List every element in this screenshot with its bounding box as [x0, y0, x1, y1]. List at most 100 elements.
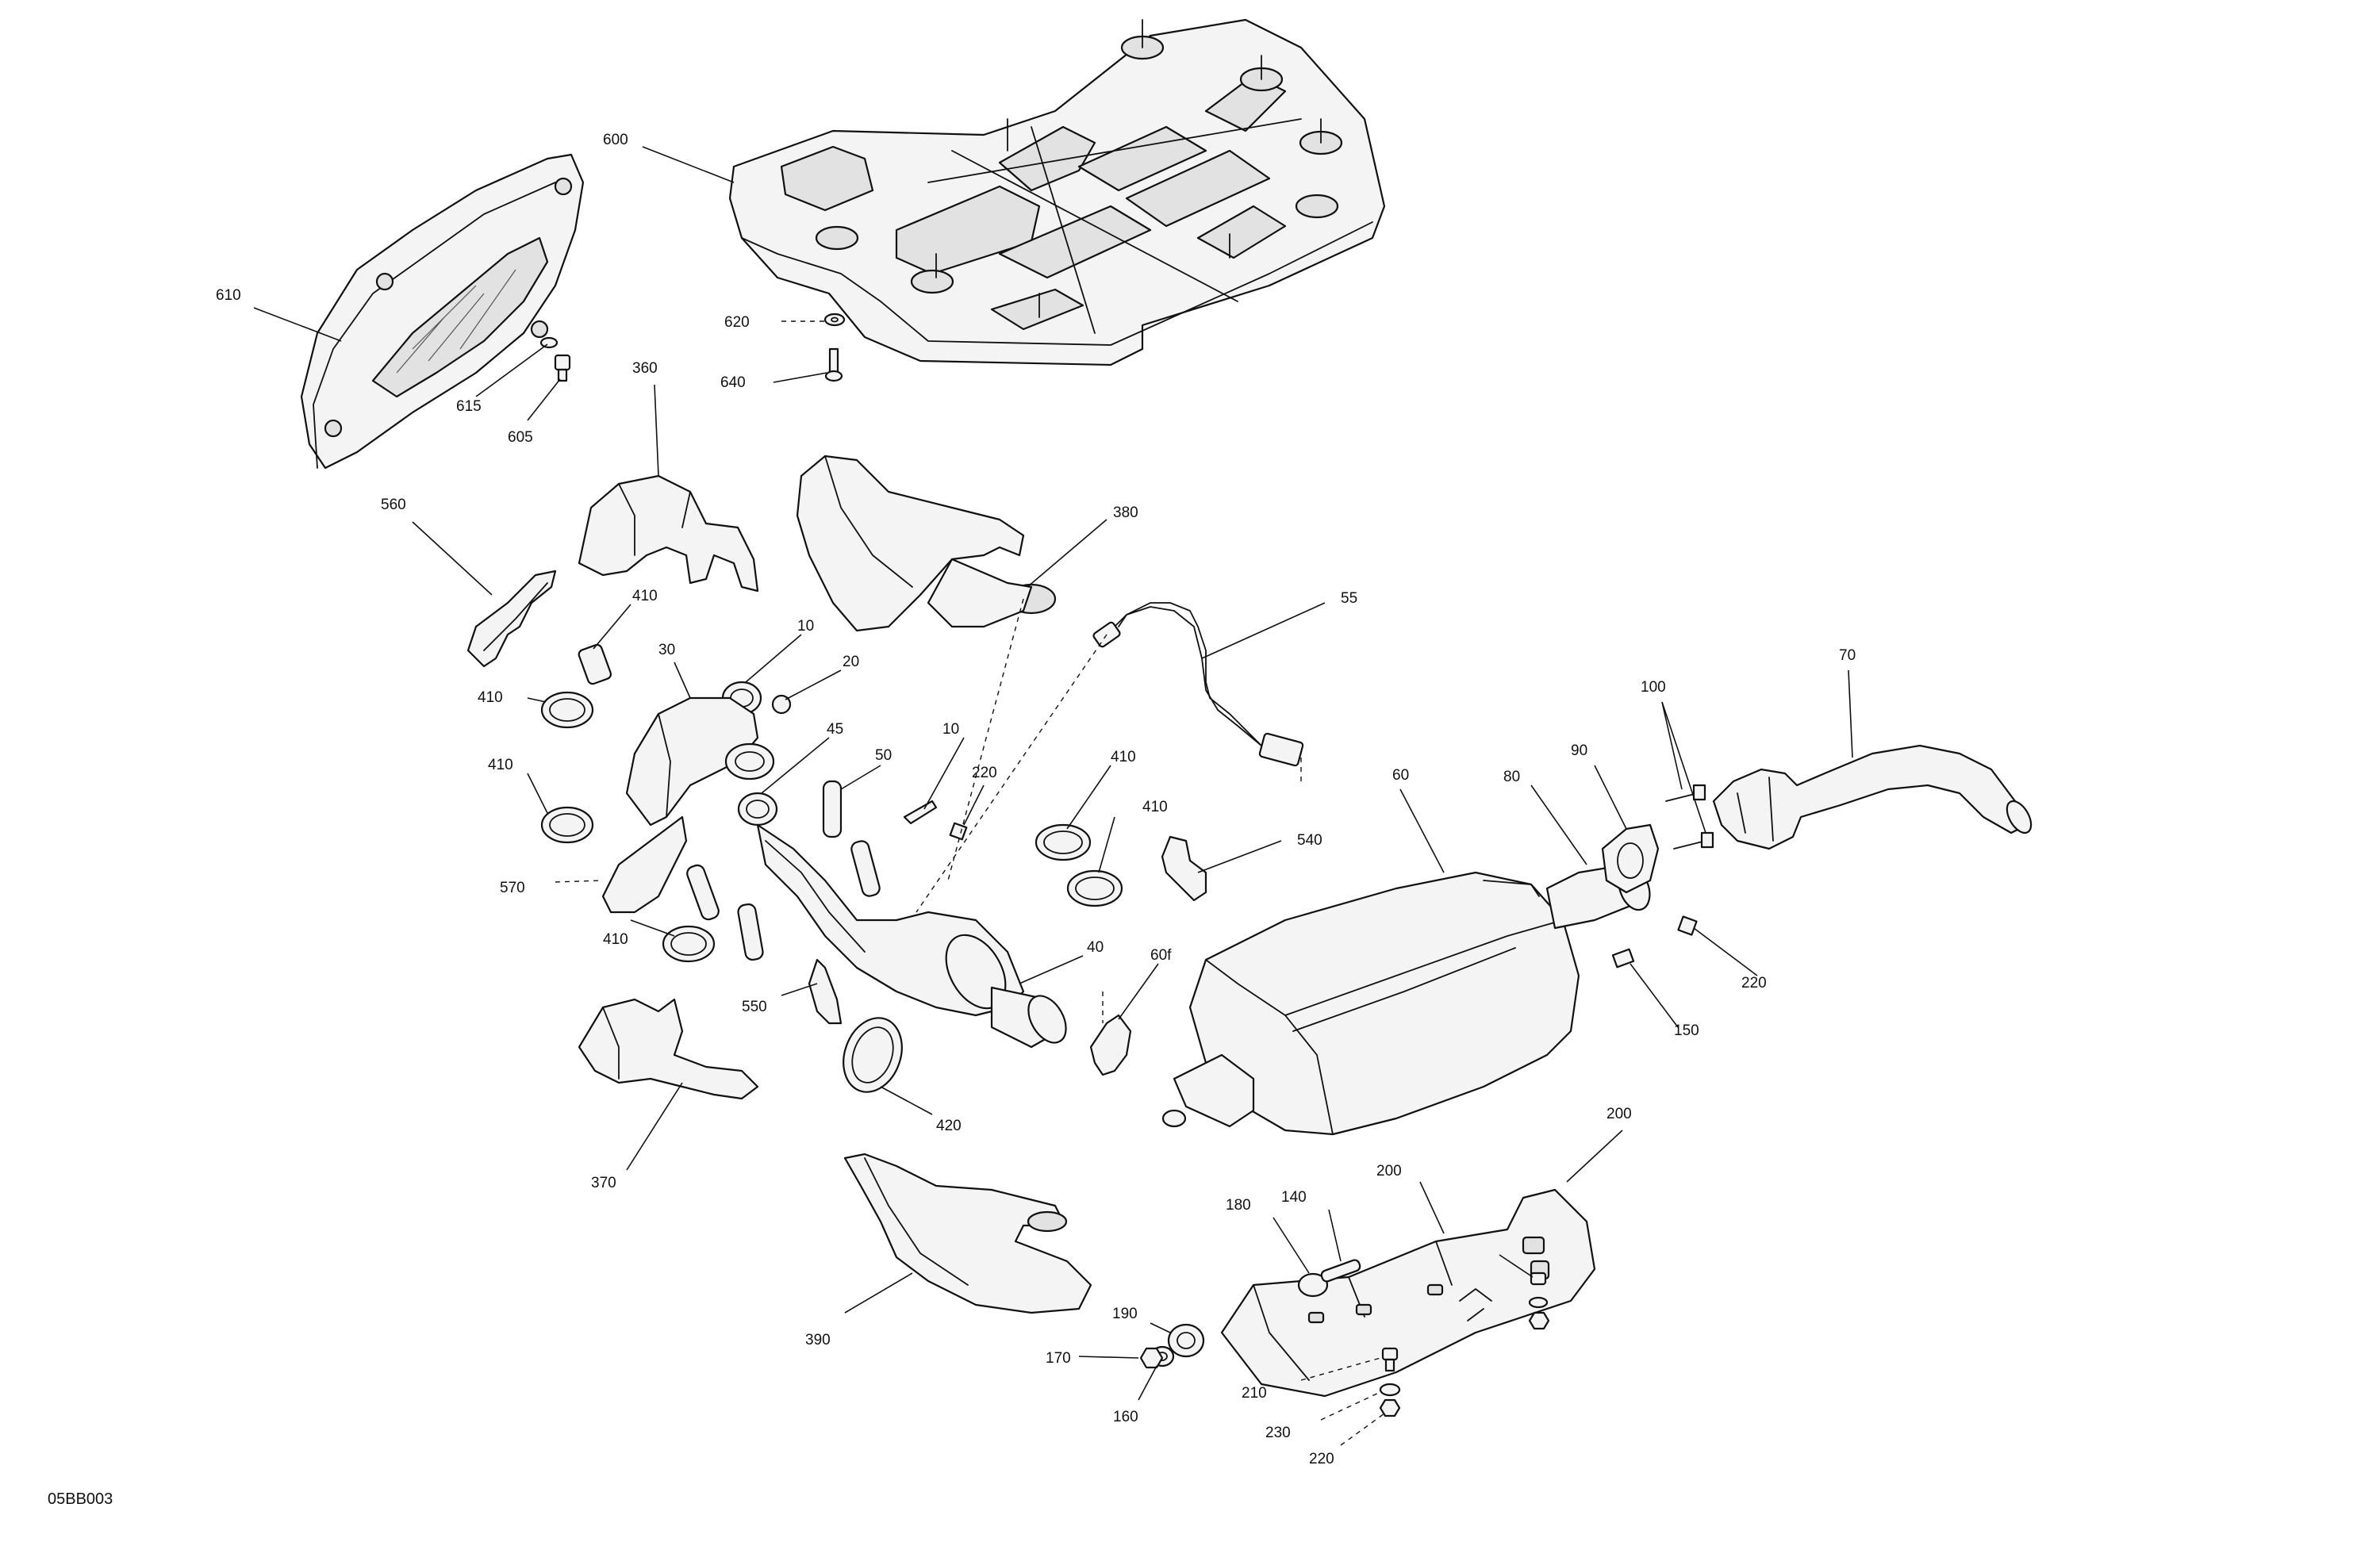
part-grommet-190: [1167, 1323, 1205, 1358]
part-heat-shield-550: [808, 958, 843, 1025]
part-bolt-605: [554, 354, 571, 382]
part-nut-220-a: [949, 822, 968, 841]
callout-370: 370: [591, 1175, 616, 1191]
part-clamp-410-a: [540, 691, 594, 729]
callout-45: 45: [827, 721, 843, 738]
callout-410-c: 410: [488, 757, 513, 773]
part-clamp-410-c: [662, 925, 716, 963]
part-clamp-410-b: [540, 806, 594, 844]
callout-20: 20: [843, 654, 859, 670]
part-clamp-60f: [1089, 1014, 1132, 1076]
part-o2-sensor-55: [1092, 602, 1304, 767]
callout-560: 560: [381, 497, 406, 513]
callout-55: 55: [1341, 590, 1357, 607]
part-grommet-180: [1297, 1272, 1329, 1298]
callout-210: 210: [1242, 1385, 1267, 1402]
part-nut-220-b: [1677, 915, 1698, 936]
part-heat-shield-380: [796, 455, 1057, 632]
callout-30: 30: [658, 642, 675, 658]
callout-200-b: 200: [1376, 1163, 1402, 1180]
part-spring-50-d: [737, 903, 764, 961]
callout-230: 230: [1265, 1425, 1291, 1441]
figure-code: 05BB003: [48, 1490, 113, 1508]
callout-150: 150: [1674, 1022, 1699, 1039]
part-gasket-90: [1601, 823, 1660, 894]
callout-190: 190: [1112, 1306, 1138, 1322]
part-bolt-100-b: [1673, 831, 1714, 850]
part-front-pipe-40: [756, 823, 1067, 1049]
part-bracket-540: [1161, 835, 1207, 902]
callout-labels: 600 610 620 640 615 605 360 560 380 410 …: [48, 132, 1856, 1508]
part-nut-220-c: [1379, 1398, 1401, 1417]
callout-410-d: 410: [603, 931, 628, 948]
part-tailpipe-70: [1712, 744, 2033, 850]
callout-60: 60: [1392, 767, 1409, 784]
part-bolt-right: [1528, 1272, 1550, 1330]
callout-550: 550: [742, 999, 767, 1015]
callout-620: 620: [724, 314, 750, 331]
callout-70: 70: [1839, 647, 1856, 664]
callout-160: 160: [1113, 1409, 1138, 1425]
part-clamp-410-f: [578, 643, 612, 685]
part-heat-shield-570: [601, 815, 688, 914]
part-bolt-210: [1381, 1347, 1399, 1372]
callout-610: 610: [216, 287, 241, 304]
callout-410-f: 410: [1142, 799, 1168, 815]
callout-540: 540: [1297, 832, 1322, 849]
part-skid-plate-600: [728, 18, 1386, 366]
callout-605: 605: [508, 429, 533, 446]
part-spring-50-c: [686, 864, 720, 921]
callout-220-a: 220: [972, 765, 997, 781]
callout-390: 390: [805, 1332, 831, 1348]
part-spring-50-a: [822, 780, 843, 838]
part-nut-170: [1139, 1347, 1164, 1369]
part-washer-230: [1379, 1383, 1401, 1397]
callout-570: 570: [500, 880, 525, 896]
callout-220-b: 220: [1741, 975, 1767, 992]
part-spring-50-b: [850, 840, 881, 897]
callout-180: 180: [1226, 1197, 1251, 1214]
callout-90: 90: [1571, 742, 1587, 759]
part-bolt-100-a: [1665, 784, 1706, 802]
part-pin-140: [1320, 1259, 1361, 1283]
part-heat-shield-360: [578, 474, 759, 593]
callout-410-a: 410: [632, 588, 658, 604]
part-bolt-150: [1611, 948, 1635, 969]
part-heat-shield-560: [466, 570, 557, 668]
part-bolt-640: [824, 347, 843, 382]
callout-600: 600: [603, 132, 628, 148]
part-muffler-60: [1161, 871, 1580, 1136]
leader-lines: [253, 146, 1853, 1446]
part-clamp-410-e: [1066, 869, 1123, 907]
callout-100: 100: [1641, 679, 1666, 696]
callout-360: 360: [632, 360, 658, 377]
callout-410-e: 410: [1111, 749, 1136, 765]
callout-380: 380: [1113, 504, 1138, 521]
part-exhaust-manifold-30: [625, 696, 775, 827]
callout-410-b: 410: [478, 689, 503, 706]
callout-640: 640: [720, 374, 746, 391]
part-clamp-420: [843, 1017, 903, 1093]
part-heat-shield-370: [578, 998, 759, 1100]
part-washer-620: [823, 313, 846, 327]
part-bracket-200: [1220, 1188, 1596, 1398]
callout-50: 50: [875, 747, 892, 764]
callout-140: 140: [1281, 1189, 1307, 1206]
part-gasket-10-b: [903, 800, 938, 825]
part-washer-615: [539, 336, 559, 349]
part-clamp-410-d: [1035, 823, 1092, 861]
callout-220-c: 220: [1309, 1451, 1334, 1467]
callout-170: 170: [1046, 1350, 1071, 1367]
part-side-heat-shield-610: [300, 153, 585, 470]
callout-615: 615: [456, 398, 482, 415]
callout-200-a: 200: [1606, 1106, 1632, 1122]
callout-40: 40: [1087, 939, 1104, 956]
part-heat-shield-390: [843, 1153, 1092, 1314]
callout-60f: 60f: [1150, 947, 1172, 964]
callout-10-a: 10: [797, 618, 814, 635]
callout-420: 420: [936, 1118, 962, 1134]
part-gasket-45: [737, 792, 778, 827]
callout-10-b: 10: [942, 721, 959, 738]
callout-80: 80: [1503, 769, 1520, 785]
